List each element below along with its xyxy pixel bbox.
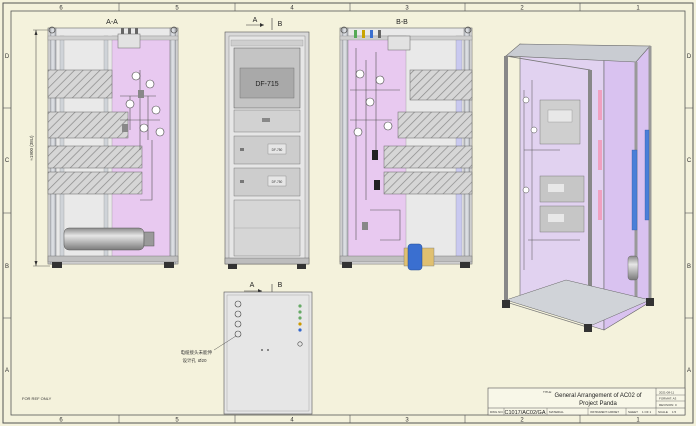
isometric-view — [502, 43, 654, 332]
col-marker: 2 — [520, 418, 524, 424]
material-label: MATERIAL — [549, 410, 564, 414]
format-label: FORMAT: A3 — [659, 397, 677, 401]
bottom-arrow-a: A — [250, 282, 255, 289]
date-value: 2021-08-11 — [659, 391, 674, 395]
drawing-title-line2: Project Panda — [579, 401, 617, 407]
front-view: A B DF-715 DF-750 DF-750 — [224, 17, 310, 269]
dwg-label: DWG NO. — [490, 410, 504, 414]
cable-note-line2: Ø20 — [198, 358, 207, 363]
sheet-value: 1 OF 1 — [642, 410, 652, 414]
row-marker: C — [5, 158, 10, 164]
col-marker: 5 — [175, 6, 179, 12]
cabinet-label: INSTRUMENT CABINET — [590, 410, 619, 414]
cable-note-line2-prefix: 设计孔 — [183, 357, 197, 364]
cable-note-line1: 电缆接头未能伸 — [181, 349, 213, 356]
col-marker: 6 — [59, 418, 63, 424]
row-marker: D — [5, 54, 10, 60]
col-marker: 5 — [175, 418, 179, 424]
col-marker: 1 — [636, 6, 640, 12]
title-label: TITLE: — [543, 390, 552, 394]
dwg-number: C1017/AC02/GA — [505, 410, 546, 416]
analyzer-display-label: DF-715 — [255, 81, 278, 88]
section-aa-view: A-A ≈1900 (38U) — [29, 19, 179, 268]
panel-label-1: DF-750 — [272, 148, 283, 152]
scale-value: 1:5 — [672, 410, 677, 414]
scale-label: SCALE — [658, 410, 668, 414]
row-marker: A — [5, 368, 9, 374]
grid-markers: 6 5 4 3 2 1 6 5 4 3 2 1 D C B A D C B A — [5, 6, 692, 424]
col-marker: 3 — [405, 6, 409, 12]
row-marker: D — [687, 54, 692, 60]
title-block: TITLE: General Arrangement of AC02 of Pr… — [487, 387, 686, 416]
row-marker: C — [687, 158, 692, 164]
sheet-label: SHEET — [628, 410, 638, 414]
section-bb-view: B-B — [339, 19, 473, 271]
front-arrow-a: A — [253, 17, 258, 24]
revision-label: REVISION: 0 — [659, 403, 677, 407]
row-marker: B — [687, 264, 691, 270]
panel-label-2: DF-750 — [272, 180, 283, 184]
col-marker: 4 — [290, 6, 294, 12]
section-aa-label: A-A — [106, 19, 118, 26]
section-bb-label: B-B — [396, 19, 408, 26]
col-marker: 4 — [290, 418, 294, 424]
row-marker: B — [5, 264, 9, 270]
drawing-title-line1: General Arrangement of AC02 of — [554, 393, 641, 399]
col-marker: 6 — [59, 6, 63, 12]
ref-note: FOR REF ONLY — [22, 396, 52, 401]
front-arrow-b: B — [278, 21, 283, 28]
col-marker: 3 — [405, 418, 409, 424]
row-marker: A — [687, 368, 691, 374]
col-marker: 1 — [636, 418, 640, 424]
height-dimension: ≈1900 (38U) — [29, 135, 34, 160]
bottom-view: A B 电缆接头未能伸 设计孔 Ø20 — [181, 282, 313, 415]
col-marker: 2 — [520, 6, 524, 12]
bottom-arrow-b: B — [278, 282, 283, 289]
